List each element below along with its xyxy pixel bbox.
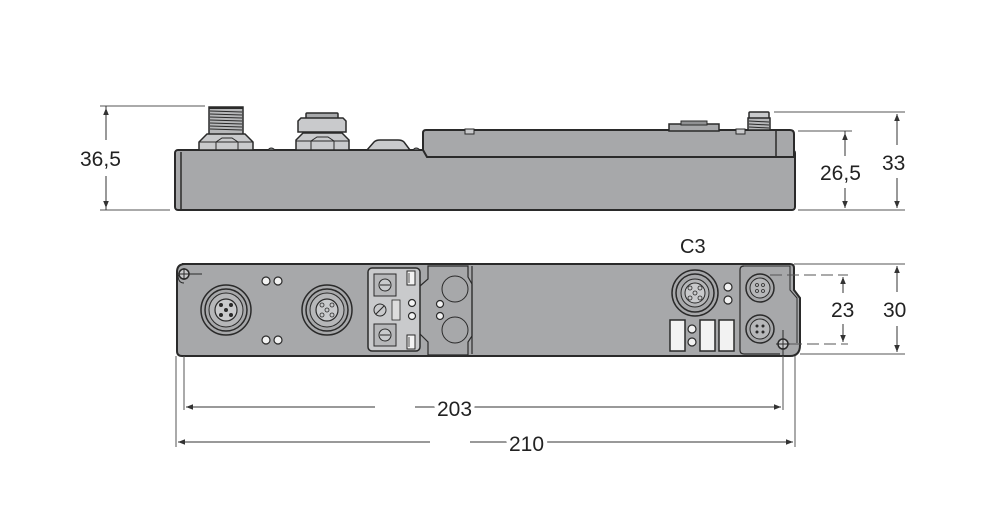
mounting-hole-right bbox=[776, 330, 790, 358]
dim-210: 210 bbox=[178, 429, 793, 460]
dim-label-33: 33 bbox=[882, 152, 905, 175]
dim-label-26-5: 26,5 bbox=[820, 162, 861, 185]
terminal-block bbox=[367, 267, 421, 352]
dim-label-36-5: 36,5 bbox=[80, 148, 121, 171]
dim-203: 203 bbox=[186, 394, 781, 425]
top-connector-1 bbox=[200, 284, 252, 336]
side-connector-m8 bbox=[747, 111, 771, 131]
side-cover bbox=[422, 129, 795, 158]
dim-label-23: 23 bbox=[831, 299, 854, 322]
side-connector-2 bbox=[295, 112, 350, 151]
dim-label-210: 210 bbox=[509, 433, 544, 456]
dim-label-30: 30 bbox=[883, 299, 906, 322]
connector-label-c3: C3 bbox=[680, 236, 706, 258]
top-connector-c3 bbox=[671, 269, 719, 317]
led-group-1 bbox=[261, 276, 283, 345]
top-connector-m8-1 bbox=[745, 273, 775, 303]
dim-33: 33 bbox=[774, 111, 909, 208]
dim-label-203: 203 bbox=[437, 398, 472, 421]
top-connector-m8-2 bbox=[745, 314, 775, 344]
dim-30: 30 bbox=[794, 263, 910, 355]
mounting-hole-left bbox=[178, 268, 202, 280]
side-cap bbox=[365, 139, 412, 151]
side-connector-1 bbox=[198, 106, 254, 151]
blank-section bbox=[419, 265, 473, 356]
dim-36-5: 36,5 bbox=[76, 105, 205, 211]
side-view: 36,5 26,5 33 bbox=[76, 105, 909, 211]
label-windows bbox=[669, 319, 735, 352]
dim-26-5: 26,5 bbox=[798, 130, 905, 211]
top-connector-2 bbox=[301, 284, 353, 336]
top-view: C3 bbox=[175, 236, 910, 460]
dim-23: 23 bbox=[770, 274, 858, 345]
side-housing bbox=[174, 149, 796, 211]
